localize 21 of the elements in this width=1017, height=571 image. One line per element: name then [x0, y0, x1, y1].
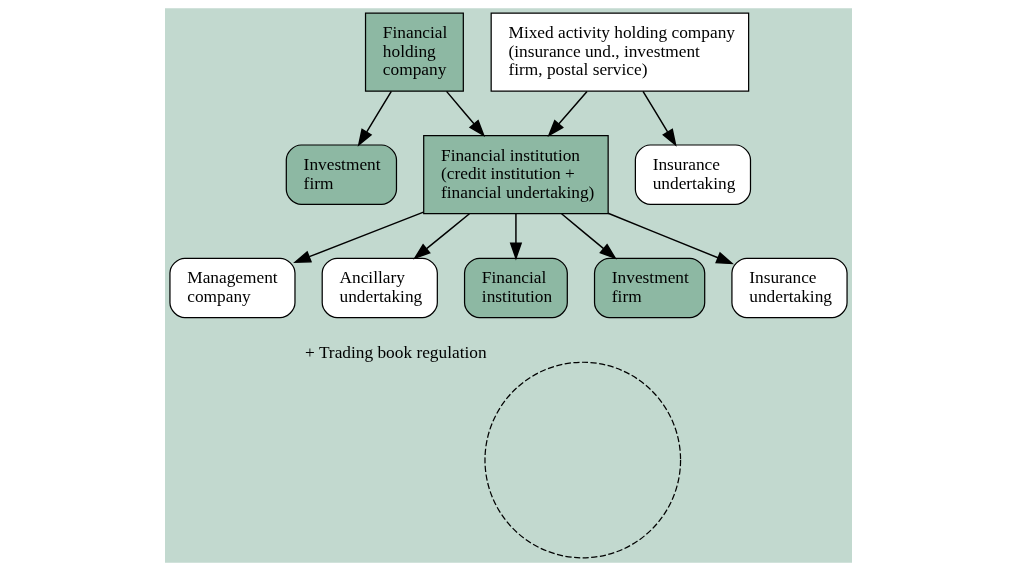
node-box: Insurance undertaking: [731, 257, 848, 319]
node-box: Investment firm: [285, 144, 398, 206]
node-box: Management company: [169, 257, 296, 319]
node-box: Ancillary undertaking: [321, 257, 438, 319]
node-box: Financial institution (credit institution + financial undertaking): [423, 135, 609, 215]
node-box: Financial holding company: [364, 12, 464, 92]
arrow: [413, 213, 471, 260]
arrow: [357, 90, 393, 147]
arrow: [509, 213, 523, 261]
arrow: [560, 213, 617, 260]
node-box: Insurance undertaking: [634, 144, 752, 206]
node-label: + Trading book regulation: [305, 342, 487, 362]
node-box: Mixed activity holding company (insurance und., investment firm, postal service): [490, 12, 750, 92]
node-circle: [484, 361, 682, 559]
node-box: Investment firm: [593, 257, 706, 319]
arrow: [642, 90, 677, 147]
node-box: Financial institution: [463, 257, 568, 319]
arrow: [547, 90, 588, 138]
arrow: [445, 90, 486, 138]
arrow: [607, 212, 734, 265]
arrow: [293, 211, 425, 264]
